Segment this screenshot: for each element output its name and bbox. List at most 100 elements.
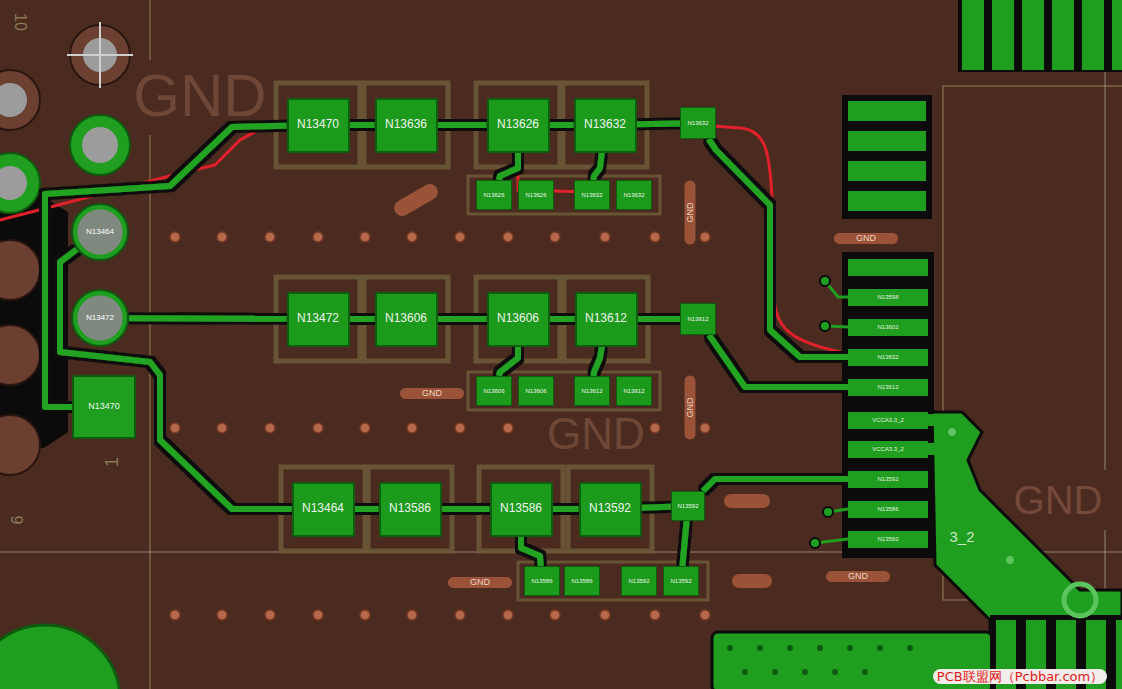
copper-trace (553, 506, 579, 512)
copper-trace (703, 479, 848, 491)
via (170, 232, 180, 242)
via (810, 538, 820, 548)
mounting-pad (0, 625, 120, 689)
via-stubs (815, 281, 848, 543)
copper-trace (350, 122, 375, 128)
net-name: N13612 (581, 388, 602, 395)
via-rows (170, 232, 710, 620)
net-name: N13592 (877, 476, 898, 483)
connector-pin: N13592 (848, 471, 928, 488)
pin-number: 1 (103, 457, 121, 467)
net-name: N13464 (302, 502, 344, 515)
connector-pin: VCCA3.3_2 (848, 412, 928, 429)
drill-hole (0, 83, 27, 117)
through-hole (70, 115, 130, 175)
copper-trace (550, 122, 574, 128)
connector-pin: N13602 (848, 319, 928, 336)
via (265, 232, 275, 242)
silkscreen-outline (368, 467, 452, 551)
copper-trace (129, 315, 287, 322)
silkscreen-outline (281, 467, 365, 551)
trace-group (45, 123, 848, 566)
via (503, 610, 513, 620)
via (847, 645, 853, 651)
connector-pin (848, 259, 928, 276)
copper-trace (638, 316, 681, 322)
net-name: N13612 (623, 388, 644, 395)
smd-pad: N13612 (575, 292, 638, 347)
net-name: N13632 (623, 192, 644, 199)
net-name: N13592 (589, 502, 631, 515)
through-hole (0, 240, 40, 300)
copper-trace (642, 507, 672, 508)
net-name: N13606 (385, 312, 427, 325)
small-smd-pad: N13626 (476, 180, 512, 210)
via (455, 610, 465, 620)
via (700, 423, 710, 433)
copper-trace (709, 139, 848, 357)
connector-pin: N13598 (848, 289, 928, 306)
smd-pad: N13632 (574, 98, 637, 153)
copper-trace (355, 506, 379, 512)
silkscreen-outline (276, 83, 360, 167)
smd-pad: N13472 (287, 292, 350, 347)
via (817, 645, 823, 651)
net-name: VCCA3.3_2 (872, 446, 904, 453)
copper-trace (60, 249, 292, 509)
pad-label: GND (685, 375, 696, 439)
via (550, 232, 560, 242)
ground-pad (724, 494, 770, 508)
board-outline (149, 0, 151, 60)
ground-pad (732, 574, 772, 588)
silkscreen-outline (364, 83, 448, 167)
crosshair-line (67, 54, 133, 56)
pad-label: GND (834, 233, 898, 244)
copper-trace (438, 316, 487, 322)
connector-pin (848, 161, 926, 181)
pad-label: GND (685, 180, 696, 244)
via (217, 610, 227, 620)
via (503, 232, 513, 242)
pin-number: 9 (8, 516, 24, 525)
net-name: N13632 (877, 354, 898, 361)
via (757, 645, 763, 651)
connector-pin (1052, 0, 1074, 70)
via (407, 232, 417, 242)
watermark: PCB联盟网（Pcbbar.com） (933, 669, 1107, 684)
net-name: N13612 (687, 316, 708, 323)
small-smd-pad: N13592 (621, 566, 657, 596)
via (170, 423, 180, 433)
through-hole (0, 70, 40, 130)
pad-label: GND (400, 388, 464, 399)
copper-trace (442, 506, 490, 512)
hand-drawn-route (0, 120, 868, 357)
connector-pin: N13592 (848, 531, 928, 548)
connector-pin (1022, 0, 1044, 70)
small-smd-pad: N13632 (574, 180, 610, 210)
net-name: N13636 (385, 118, 427, 131)
silkscreen-outline (468, 176, 660, 214)
small-smd-pad: N13606 (518, 376, 554, 406)
pad-label: GND (448, 577, 512, 588)
connector-pin (848, 191, 926, 211)
via (700, 610, 710, 620)
net-name: N13626 (483, 192, 504, 199)
via (360, 232, 370, 242)
via (907, 645, 913, 651)
via (948, 428, 956, 436)
copper-trace (594, 153, 602, 181)
copper-trace (637, 120, 681, 127)
via (820, 321, 830, 331)
copper-trace (550, 316, 575, 322)
silkscreen-outline (364, 277, 448, 361)
board-outline (149, 135, 151, 689)
copper-trace (45, 126, 287, 407)
smd-pad: N13606 (375, 292, 438, 347)
via (650, 232, 660, 242)
smd-pad: N13470 (287, 98, 350, 153)
via (832, 669, 838, 675)
silkscreen-watermark: GND (133, 66, 266, 126)
net-name: N13626 (497, 118, 539, 131)
via (787, 645, 793, 651)
